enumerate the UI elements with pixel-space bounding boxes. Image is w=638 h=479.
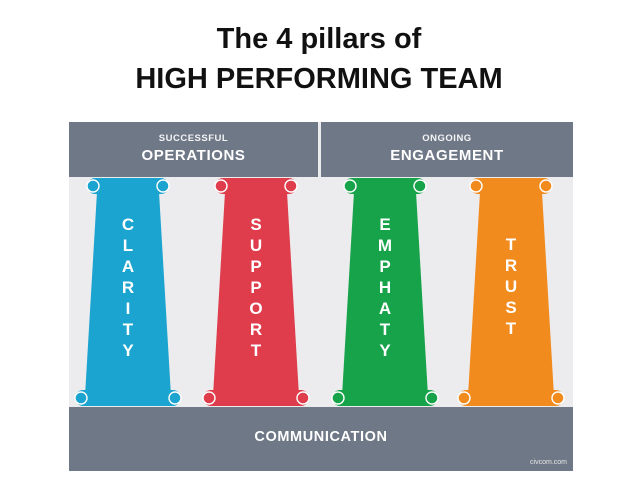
header-engagement: ONGOING ENGAGEMENT bbox=[321, 122, 573, 177]
pillar-capital bbox=[344, 178, 426, 194]
pillar-capital bbox=[215, 178, 297, 194]
pillar-letter: T bbox=[505, 235, 517, 254]
pillar-scroll bbox=[74, 391, 88, 405]
pillar-shaft bbox=[468, 192, 554, 396]
pillar-letter: U bbox=[504, 277, 518, 296]
pillar-base bbox=[332, 390, 438, 406]
pillar-letter: A bbox=[121, 257, 135, 276]
pillars-diagram: SUCCESSFUL OPERATIONS ONGOING ENGAGEMENT… bbox=[69, 122, 573, 471]
pillar-letter: A bbox=[378, 299, 392, 318]
pillar-base bbox=[458, 390, 564, 406]
pillar-scroll bbox=[413, 179, 427, 193]
pillar-clarity bbox=[74, 178, 182, 406]
pillar-shaft bbox=[85, 192, 171, 396]
pillar-letter: I bbox=[125, 299, 131, 318]
pillar-scroll bbox=[202, 391, 216, 405]
pillar-letter: S bbox=[250, 215, 262, 234]
pillar-letter: R bbox=[249, 320, 263, 339]
pillar-scroll bbox=[284, 179, 298, 193]
pillar-trust bbox=[457, 178, 565, 406]
pillar-letter: T bbox=[122, 320, 134, 339]
pillar-scroll bbox=[539, 179, 553, 193]
header-engagement-small: ONGOING bbox=[422, 133, 472, 144]
pillar-letter: T bbox=[379, 320, 391, 339]
pillar-letter: L bbox=[122, 236, 134, 255]
pillar-letter: P bbox=[250, 278, 262, 297]
pillar-capital bbox=[87, 178, 169, 194]
pillar-scroll bbox=[469, 179, 483, 193]
pillar-letter: O bbox=[249, 299, 263, 318]
pillar-scroll bbox=[425, 391, 439, 405]
pillar-emphaty bbox=[331, 178, 439, 406]
pillar-scroll bbox=[551, 391, 565, 405]
pillar-scroll bbox=[214, 179, 228, 193]
pillar-letter: P bbox=[250, 257, 262, 276]
header-engagement-big: ENGAGEMENT bbox=[390, 147, 504, 164]
footer-communication: COMMUNICATION civcom.com bbox=[69, 407, 573, 471]
pillar-letter: H bbox=[378, 278, 392, 297]
pillar-letter: T bbox=[505, 319, 517, 338]
header-operations: SUCCESSFUL OPERATIONS bbox=[69, 122, 318, 177]
pillar-letter: Y bbox=[122, 341, 134, 360]
pillar-letter: Y bbox=[379, 341, 391, 360]
header-operations-small: SUCCESSFUL bbox=[158, 133, 229, 144]
pillar-scroll bbox=[168, 391, 182, 405]
pillar-letter: E bbox=[379, 215, 391, 234]
pillar-letter: S bbox=[505, 298, 517, 317]
pillar-scroll bbox=[343, 179, 357, 193]
pillar-base bbox=[75, 390, 181, 406]
pillar-letter: C bbox=[121, 215, 135, 234]
pillar-shaft bbox=[342, 192, 428, 396]
footer-label: COMMUNICATION bbox=[254, 429, 388, 445]
pillar-capital bbox=[470, 178, 552, 194]
title-line-1: The 4 pillars of bbox=[216, 23, 422, 55]
pillar-letter: U bbox=[249, 236, 263, 255]
pillar-scroll bbox=[331, 391, 345, 405]
title-line-2: HIGH PERFORMING TEAM bbox=[135, 63, 503, 95]
pillar-letter: R bbox=[504, 256, 518, 275]
pillar-base bbox=[203, 390, 309, 406]
pillar-letter: T bbox=[250, 341, 262, 360]
pillar-letter: P bbox=[379, 257, 391, 276]
pillars-graphic bbox=[74, 178, 565, 406]
header-operations-big: OPERATIONS bbox=[141, 147, 246, 164]
pillar-scroll bbox=[457, 391, 471, 405]
pillar-letter: R bbox=[121, 278, 135, 297]
credit-text: civcom.com bbox=[530, 459, 567, 466]
pillar-scroll bbox=[296, 391, 310, 405]
pillar-letter: M bbox=[377, 236, 393, 255]
pillar-support bbox=[202, 178, 310, 406]
pillar-scroll bbox=[156, 179, 170, 193]
pillar-scroll bbox=[86, 179, 100, 193]
pillar-shaft bbox=[213, 192, 299, 396]
